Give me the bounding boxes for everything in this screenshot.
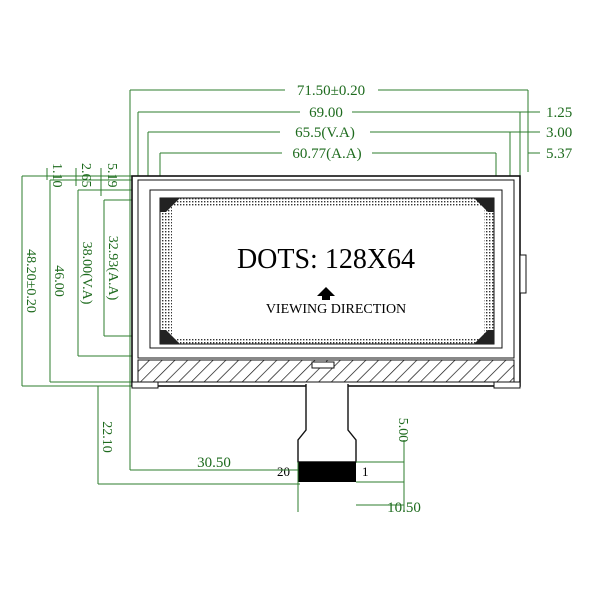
va-height-label: 38.00(V.A) (79, 242, 94, 305)
arrow-up-icon (317, 287, 335, 300)
aa-width-label: 60.77(A.A) (292, 146, 361, 162)
height-46-label: 46.00 (51, 265, 66, 297)
left-offset-3: 5.19 (104, 163, 119, 188)
viewing-direction-label: VIEWING DIRECTION (266, 302, 406, 317)
dots-label: DOTS: 128X64 (237, 244, 415, 275)
right-offset-3: 5.37 (546, 146, 573, 162)
pin-1-label: 1 (362, 464, 369, 479)
fpc-cable (297, 384, 357, 482)
va-width-label: 65.5(V.A) (295, 125, 355, 141)
fpc-offset-label: 22.10 (99, 421, 114, 453)
top-dimensions (129, 89, 540, 470)
right-offset-2: 3.00 (546, 125, 572, 141)
lcd-module (131, 175, 527, 389)
left-offset-1: 1.10 (49, 163, 64, 188)
pin-20-label: 20 (277, 464, 290, 479)
left-offset-2: 2.65 (78, 163, 93, 188)
right-offset-1: 1.25 (546, 105, 572, 121)
bottom-dimensions (130, 440, 405, 512)
fpc-tail-label: 10.50 (387, 500, 421, 516)
fpc-length-label: 5.00 (395, 418, 410, 443)
overall-height-label: 48.20±0.20 (23, 249, 38, 313)
width-69-label: 69.00 (309, 105, 343, 121)
aa-height-label: 32.93(A.A) (105, 236, 120, 301)
overall-width-label: 71.50±0.20 (297, 83, 365, 99)
fpc-position-label: 30.50 (197, 455, 231, 471)
